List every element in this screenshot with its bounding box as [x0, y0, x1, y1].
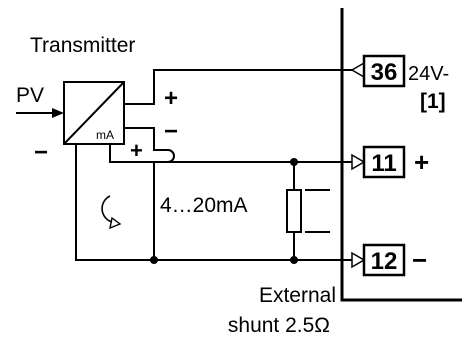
- transmitter-diagonal: [63, 81, 125, 145]
- terminal-11-sign: +: [414, 147, 429, 177]
- terminal-12-sign: −: [412, 245, 427, 275]
- terminal-arrows: [350, 61, 366, 269]
- junction-dot: [290, 256, 298, 264]
- pv-arrow: [16, 108, 64, 118]
- terminal-11-box: [362, 145, 406, 179]
- junction-dot: [150, 256, 158, 264]
- terminal-11-number: 11: [371, 150, 396, 177]
- terminal-36-number: 36: [371, 59, 398, 86]
- wire-return: [75, 144, 352, 261]
- ma-label: mA: [96, 128, 114, 142]
- pv-label: PV: [16, 84, 44, 107]
- junction-dot: [290, 158, 298, 166]
- sign-minus-left: −: [34, 139, 48, 166]
- terminal-12-number: 12: [371, 248, 398, 275]
- shunt-resistor: [286, 189, 330, 233]
- sign-minus-mid: −: [164, 118, 178, 145]
- external-label-line1: External: [259, 284, 336, 307]
- current-loop-icon: [101, 195, 122, 230]
- current-range-label: 4…20mA: [160, 194, 248, 217]
- wire-signal-out: [109, 144, 168, 163]
- sign-plus-inner: +: [130, 138, 143, 163]
- terminal-12-box: [362, 243, 406, 277]
- panel-border: [340, 8, 462, 302]
- supply-voltage-label: 24V-: [408, 63, 449, 85]
- supply-note-label: [1]: [420, 90, 446, 113]
- wire-signal-loop: [124, 127, 168, 151]
- wire-crossover: [167, 149, 175, 163]
- transmitter-label: Transmitter: [30, 34, 135, 57]
- external-label-line2: shunt 2.5Ω: [228, 314, 330, 337]
- transmitter-block: [63, 81, 125, 145]
- sign-plus-top: +: [164, 85, 178, 112]
- wire-supply: [124, 69, 352, 105]
- terminal-36-box: [362, 54, 406, 88]
